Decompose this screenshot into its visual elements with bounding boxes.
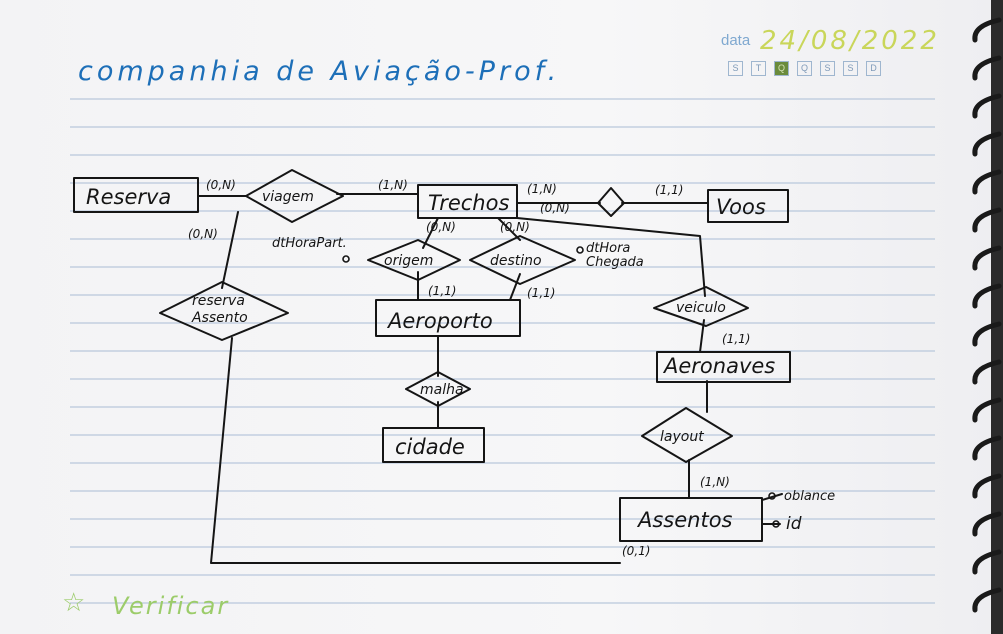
attr-dt-hora-chegada-2: Chegada — [586, 255, 644, 270]
attr-dt-hora-part-dot — [342, 255, 350, 263]
card-viagem-trechos: (1,N) — [378, 178, 408, 192]
date-label: data — [721, 32, 751, 49]
entity-reserva: Reserva — [86, 185, 171, 209]
entity-voos-box — [707, 189, 789, 223]
entity-aeronaves-box — [656, 351, 791, 383]
rel-reserva-assento-2: Assento — [191, 310, 248, 326]
weekday-box: S — [820, 61, 835, 76]
card-assentos-bottom: (0,1) — [622, 544, 650, 558]
entity-trechos-box — [417, 184, 518, 219]
card-voos-side: (1,1) — [655, 183, 683, 197]
entity-aeronaves: Aeronaves — [662, 354, 775, 378]
card-destino-aeroporto: (1,1) — [527, 286, 555, 300]
rel-destino: destino — [490, 253, 542, 269]
card-trechos-voos-bottom: (0,N) — [540, 201, 570, 215]
weekday-box: D — [866, 61, 881, 76]
line-trechos-veiculo — [516, 217, 706, 297]
star-icon: ☆ — [62, 588, 86, 618]
rel-viagem: viagem — [262, 189, 314, 205]
line-reserva-resassento — [221, 211, 239, 289]
entity-assentos-box — [619, 497, 763, 542]
weekday-box: S — [843, 61, 858, 76]
rel-veiculo: veiculo — [676, 300, 726, 316]
rel-trechos-voos-diamond — [597, 187, 625, 217]
card-origem-aeroporto: (1,1) — [428, 284, 456, 298]
weekday-box: Q — [797, 61, 812, 76]
attr-id: id — [786, 514, 802, 534]
rel-origem-diamond — [367, 239, 461, 281]
card-trechos-destino: (0,N) — [500, 220, 530, 234]
card-trechos-voos-top: (1,N) — [527, 182, 557, 196]
card-reserva-viagem: (0,N) — [206, 178, 236, 192]
attr-dt-hora-part: dtHoraPart. — [272, 236, 347, 251]
entity-reserva-box — [73, 177, 199, 213]
rel-layout-diamond — [641, 407, 733, 463]
date-value: 24/08/2022 — [760, 26, 940, 56]
rel-viagem-diamond — [245, 169, 344, 223]
attr-oblance: oblance — [784, 489, 835, 504]
rel-malha: malha — [420, 382, 464, 398]
entity-aeroporto-box — [375, 299, 521, 337]
rel-malha-diamond — [405, 371, 471, 407]
card-veiculo-aeronaves: (1,1) — [722, 332, 750, 346]
rel-destino-diamond — [469, 235, 576, 285]
entity-cidade: cidade — [395, 435, 465, 459]
entity-aeroporto: Aeroporto — [386, 309, 493, 333]
weekday-box: S — [728, 61, 743, 76]
line-destino-aeroporto — [509, 273, 521, 301]
attr-dt-hora-chegada-dot — [576, 246, 584, 254]
weekday-boxes: S T Q Q S S D — [728, 61, 881, 76]
footer-note: Verificar — [112, 592, 230, 620]
line-trechos-destino — [497, 217, 521, 241]
attr-oblance-dot — [768, 492, 776, 500]
entity-trechos: Trechos — [428, 191, 509, 215]
rel-layout: layout — [660, 429, 704, 445]
card-layout-assentos: (1,N) — [700, 475, 730, 489]
rel-origem: origem — [384, 253, 433, 269]
attr-dt-hora-chegada-1: dtHora — [586, 241, 630, 256]
entity-assentos: Assentos — [636, 508, 733, 532]
weekday-box-marked: Q — [774, 61, 789, 76]
entity-voos: Voos — [716, 195, 766, 219]
rel-reserva-assento-1: reserva — [192, 293, 245, 309]
attr-id-dot — [772, 520, 780, 528]
card-trechos-origem: (0,N) — [426, 220, 456, 234]
line-resassento-assentos — [210, 337, 621, 564]
weekday-box: T — [751, 61, 766, 76]
rel-veiculo-diamond — [653, 286, 749, 327]
rel-reserva-assento-diamond — [159, 281, 289, 341]
page-title: companhia de Aviação-Prof. — [78, 56, 561, 87]
card-reserva-resassento: (0,N) — [188, 227, 218, 241]
line-assentos-attr — [761, 493, 783, 525]
entity-cidade-box — [382, 427, 485, 463]
spiral-binding — [972, 0, 1003, 634]
